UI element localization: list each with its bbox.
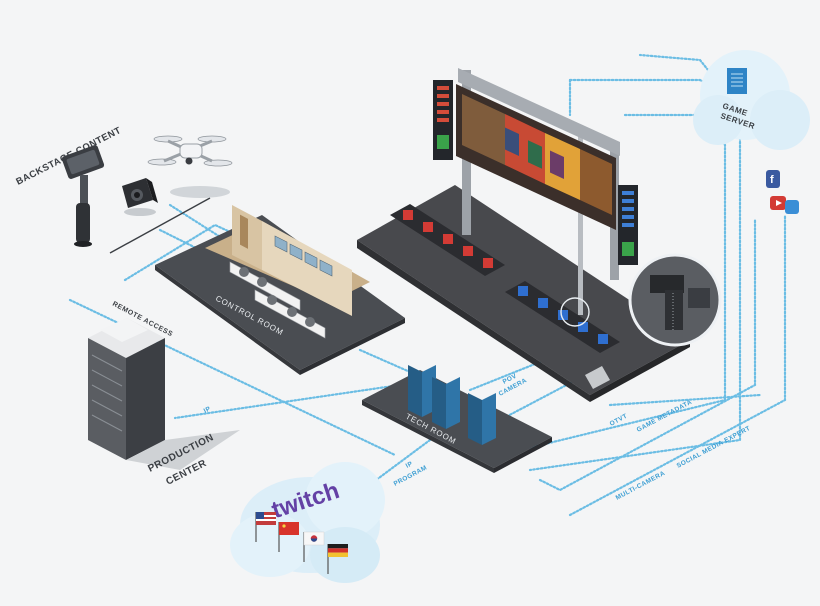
tech-room: TECH ROOM bbox=[362, 365, 552, 473]
pov-camera-zoom bbox=[628, 253, 722, 347]
china-flag bbox=[278, 522, 299, 552]
scoreboard-left bbox=[433, 80, 453, 160]
svg-text:f: f bbox=[770, 174, 774, 186]
chat-icon bbox=[785, 200, 799, 214]
arena-stage bbox=[357, 68, 722, 402]
flow-ip-left: IP bbox=[203, 405, 213, 415]
social-icons: f bbox=[766, 170, 799, 214]
flow-ip-program-1: IP bbox=[405, 460, 415, 470]
flow-game-metadata: GAME METADATA bbox=[636, 399, 694, 434]
facebook-icon bbox=[766, 170, 780, 188]
gimbal-icon bbox=[61, 145, 105, 247]
red-team-booths bbox=[390, 204, 505, 276]
server-racks bbox=[408, 365, 496, 445]
pov-camera-marker bbox=[560, 297, 590, 327]
korea-flag bbox=[303, 531, 325, 562]
scoreboard-right bbox=[618, 185, 638, 265]
backstage-divider bbox=[109, 197, 211, 254]
twitch-cloud: twitch bbox=[230, 462, 385, 583]
germany-flag bbox=[327, 544, 348, 574]
server-document-icon bbox=[727, 68, 747, 94]
action-camera-icon bbox=[122, 178, 158, 216]
usa-flag bbox=[255, 512, 276, 542]
flow-lines bbox=[68, 53, 787, 517]
control-room: CONTROL ROOM bbox=[155, 205, 405, 375]
flow-multi-camera: MULTI-CAMERA bbox=[615, 470, 667, 502]
screen-game-art bbox=[462, 94, 612, 215]
drone-icon bbox=[147, 135, 233, 198]
game-server-cloud: GAME SERVER bbox=[693, 50, 810, 150]
production-center: REMOTE ACCESS PRODUCTION CENTER bbox=[88, 301, 240, 488]
